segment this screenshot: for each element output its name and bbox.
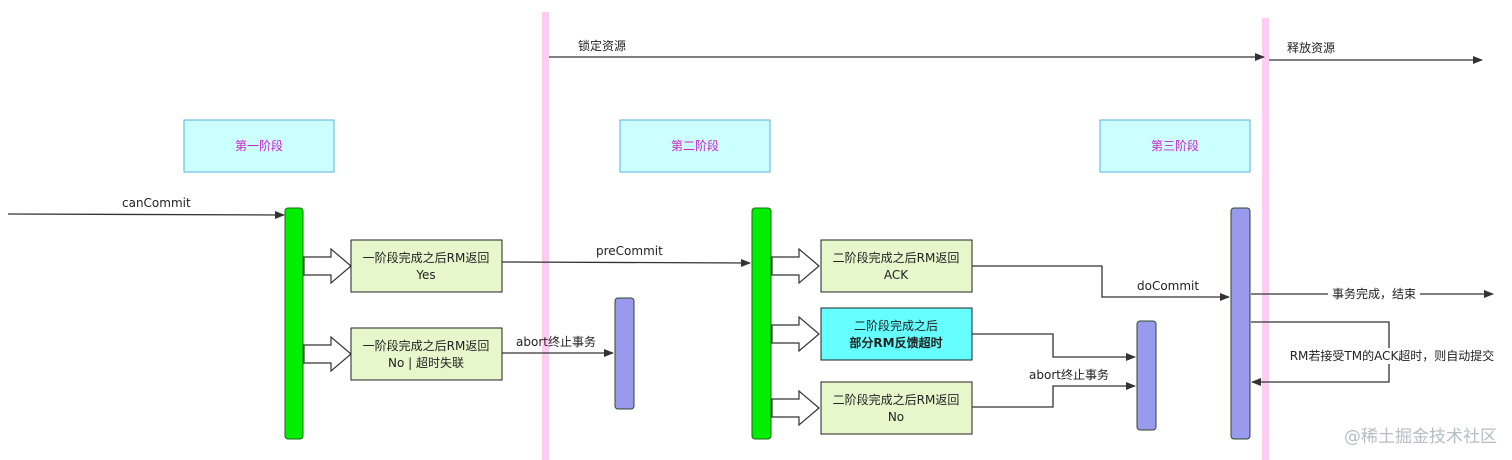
phase2-ack-box [820, 239, 973, 293]
abort1-label: abort终止事务 [516, 334, 596, 349]
phase1-label: 第一阶段 [235, 138, 283, 153]
phase2-timeout-line1: 二阶段完成之后 [854, 318, 938, 333]
phase2-no-block-arrow [771, 389, 820, 427]
abort1-purple-bar [614, 297, 635, 410]
phase2-no-line2: No [888, 410, 904, 424]
phase2-green-bar [751, 207, 772, 440]
can-commit-label: canCommit [122, 196, 191, 210]
watermark: @稀土掘金技术社区 [1344, 427, 1497, 447]
timeout-note-bg [1288, 348, 1498, 364]
phase3-box [1099, 119, 1251, 173]
phase2-ack-block-arrow [771, 247, 820, 285]
phase2-timeout-box [820, 307, 973, 361]
phase1-no-box [350, 327, 503, 381]
do-commit-arrow [972, 265, 1230, 301]
phase3-purple-bar [1230, 207, 1251, 440]
phase1-yes-line1: 一阶段完成之后RM返回 [363, 250, 490, 265]
phase2-ack-line1: 二阶段完成之后RM返回 [833, 250, 960, 265]
phase2-no-line1: 二阶段完成之后RM返回 [833, 392, 960, 407]
phase1-yes-box [350, 239, 503, 293]
phase1-yes-block-arrow [303, 247, 352, 285]
phase2-timeout-line2: 部分RM反馈超时 [849, 335, 942, 350]
phase1-no-line1: 一阶段完成之后RM返回 [363, 338, 490, 353]
abort2-purple-bar [1136, 320, 1157, 431]
release-resource-label: 释放资源 [1287, 40, 1335, 55]
phase2-ack-line2: ACK [884, 268, 909, 282]
do-commit-label: doCommit [1137, 279, 1199, 293]
phase2-box [619, 119, 771, 173]
phase3-label: 第三阶段 [1151, 138, 1199, 153]
abort2-label: abort终止事务 [1029, 367, 1109, 382]
phase1-box [183, 119, 335, 173]
timeout-connector-arrow [972, 333, 1136, 361]
done-label-bg [1328, 286, 1420, 302]
can-commit-arrow [7, 210, 285, 219]
phase2-timeout-block-arrow [771, 315, 820, 353]
phase1-no-line2: No | 超时失联 [388, 355, 464, 370]
phase-divider-2 [1262, 18, 1269, 460]
abort2-arrow [972, 382, 1136, 408]
done-label: 事务完成，结束 [1332, 286, 1416, 301]
phase-divider-1 [542, 12, 549, 460]
phase2-no-box [820, 381, 973, 435]
phase1-green-bar [284, 207, 304, 440]
pre-commit-label: preCommit [596, 244, 663, 258]
phase1-no-block-arrow [303, 335, 352, 373]
lock-resource-label: 锁定资源 [578, 38, 626, 53]
phase2-label: 第二阶段 [671, 138, 719, 153]
phase1-yes-line2: Yes [415, 268, 435, 282]
pre-commit-arrow [501, 258, 751, 267]
timeout-note: RM若接受TM的ACK超时，则自动提交 [1290, 348, 1495, 363]
